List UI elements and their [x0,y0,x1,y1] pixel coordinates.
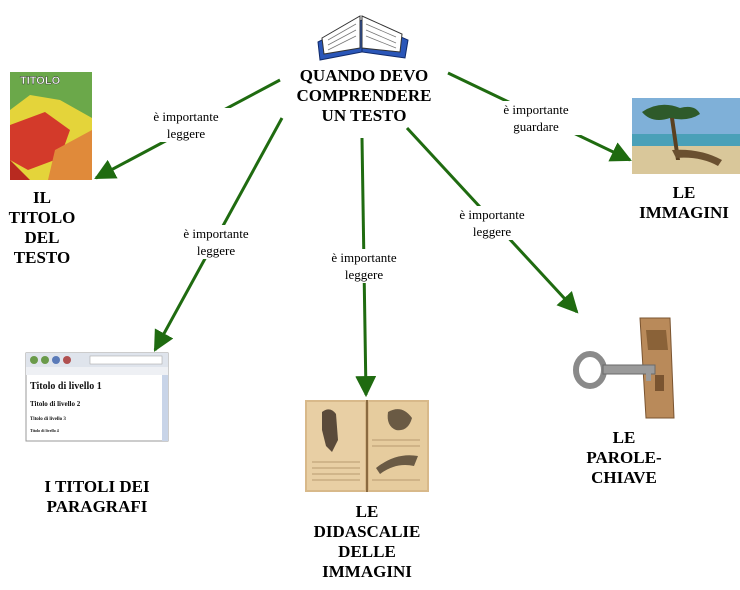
link-text: è importante [153,109,219,124]
link-text: è importante [331,250,397,265]
heading-sample-1: Titolo di livello 1 [30,381,102,392]
node-label-line: LE [612,428,636,447]
node-label-line: IL [33,188,51,207]
node-label-line: DIDASCALIE [313,522,421,541]
node-label-line: LE [355,502,379,521]
link-text: leggere [196,243,236,258]
node-label-didascalie: LE DIDASCALIE DELLE IMMAGINI [300,502,434,582]
link-label-didascalie: è importante leggere [318,249,410,283]
node-label-line: DEL [24,228,60,247]
node-label-paragrafi: I TITOLI DEI PARAGRAFI [22,477,172,517]
link-text: guardare [513,119,559,134]
link-label-paragrafi: è importante leggere [170,225,262,259]
link-text: leggere [472,224,512,239]
link-text: è importante [183,226,249,241]
link-text: leggere [344,267,384,282]
link-text: è importante [459,207,525,222]
node-label-immagini: LE IMMAGINI [628,183,740,223]
link-label-parole: è importante leggere [446,206,538,240]
central-label-line: UN TESTO [321,106,407,125]
node-label-line: DELLE [338,542,396,561]
node-label-line: IMMAGINI [322,562,412,581]
link-label-titolo: è importante leggere [140,108,232,142]
node-label-line: PAROLE- [586,448,662,467]
central-label-line: COMPRENDERE [296,86,432,105]
webpage-headings-image: Titolo di livello 1 Titolo di livello 2 … [25,352,169,442]
node-label-line: TITOLO [8,208,76,227]
node-label-line: TESTO [13,248,71,267]
link-text: è importante [503,102,569,117]
node-label-parole: LE PAROLE- CHIAVE [572,428,676,488]
node-label-line: IMMAGINI [639,203,729,222]
node-label-titolo: IL TITOLO DEL TESTO [4,188,80,268]
title-page-image: TITOLO [10,72,92,180]
node-label-line: I TITOLI DEI [44,477,150,496]
key-in-lock-image [572,316,676,422]
beach-tree-image [632,98,740,174]
title-image-text: TITOLO [20,75,61,87]
node-label-line: LE [672,183,696,202]
illustrated-book-image [305,400,429,492]
node-label-line: CHIAVE [591,468,657,487]
heading-sample-2: Titolo di livello 2 [30,400,81,408]
central-node-label: QUANDO DEVO COMPRENDERE UN TESTO [282,66,446,126]
heading-sample-3: Titolo di livello 3 [30,417,66,422]
node-label-line: PARAGRAFI [46,497,148,516]
open-book-icon [317,15,409,61]
link-label-immagini: è importante guardare [490,101,582,135]
heading-sample-4: Titolo di livello 4 [30,428,59,433]
central-label-line: QUANDO DEVO [299,66,429,85]
link-text: leggere [166,126,206,141]
